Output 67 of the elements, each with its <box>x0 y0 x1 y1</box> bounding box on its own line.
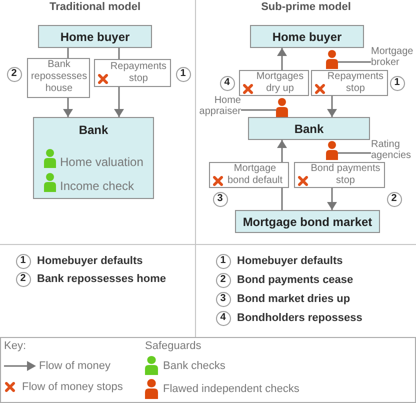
arrow <box>277 48 287 70</box>
annotation-label: Home appraiser <box>196 95 241 117</box>
list-item-text: Bondholders repossess <box>237 311 362 325</box>
person-icon <box>326 50 338 69</box>
list-item-text: Bond payments cease <box>237 273 354 287</box>
list-item-text: Bank repossesses home <box>37 272 166 286</box>
callout-number: 4 <box>216 310 230 326</box>
person-icon <box>276 98 288 117</box>
node-label: Bond payments stop <box>310 163 382 187</box>
connector-line <box>118 48 120 59</box>
callout-number: 2 <box>6 66 22 82</box>
process-box <box>235 210 380 233</box>
process-box <box>250 25 364 48</box>
process-box <box>248 117 370 140</box>
event-box <box>294 162 385 188</box>
panel-title: Sub-prime model <box>261 1 351 14</box>
event-box <box>311 70 388 96</box>
legend-text: Flawed independent checks <box>163 382 300 396</box>
node-label: Home buyer <box>272 30 342 44</box>
legend-heading: Safeguards <box>145 339 202 353</box>
node-label: Mortgage bond market <box>242 214 372 228</box>
node-label: Bank repossesses house <box>30 59 88 96</box>
arrow <box>63 98 73 117</box>
callout-number: 2 <box>216 272 230 288</box>
leader-line <box>338 152 371 154</box>
callout-number: 1 <box>16 254 30 268</box>
arrow <box>327 188 337 210</box>
node-label: Home buyer <box>60 30 130 44</box>
callout-number: 1 <box>390 76 404 90</box>
panel-title: Traditional model <box>49 1 141 14</box>
callout-number: 3 <box>212 192 228 206</box>
callout-number: 2 <box>386 192 402 206</box>
arrow <box>114 87 124 117</box>
event-box <box>239 70 309 96</box>
node-label: Repayments stop <box>109 61 168 85</box>
legend-text: Flow of money stops <box>22 380 123 394</box>
event-box <box>94 59 171 87</box>
leader-line <box>338 61 371 63</box>
leader-line <box>241 109 276 111</box>
arrow <box>327 96 337 117</box>
node-label: Bank <box>294 122 324 136</box>
node-label: Income check <box>60 179 134 193</box>
connector-line <box>67 48 69 58</box>
list-item-text: Bond market dries up <box>237 292 350 306</box>
process-box <box>33 117 154 199</box>
callout-number: 3 <box>216 292 230 306</box>
event-box <box>209 162 289 188</box>
connector-line <box>281 188 283 210</box>
node-label: Mortgage bond default <box>226 163 284 187</box>
callout-number: 2 <box>16 272 30 286</box>
annotation-label: Mortgage broker <box>371 46 416 68</box>
list-item-text: Homebuyer defaults <box>37 254 143 268</box>
legend-heading: Key: <box>4 339 26 353</box>
process-box <box>38 25 152 48</box>
callout-number: 1 <box>216 254 230 268</box>
node-label: Mortgages dry up <box>255 71 305 95</box>
person-icon <box>326 141 338 160</box>
callout-number: 4 <box>220 76 234 90</box>
node-label: Home valuation <box>60 155 144 169</box>
annotation-label: Rating agencies <box>371 139 416 161</box>
legend-text: Flow of money <box>39 359 111 373</box>
callout-number: 1 <box>176 66 190 82</box>
node-label: Bank <box>78 123 108 137</box>
node-label: Repayments stop <box>326 71 385 95</box>
arrow <box>277 140 287 162</box>
list-item-text: Homebuyer defaults <box>237 254 343 268</box>
legend-text: Bank checks <box>163 359 226 373</box>
